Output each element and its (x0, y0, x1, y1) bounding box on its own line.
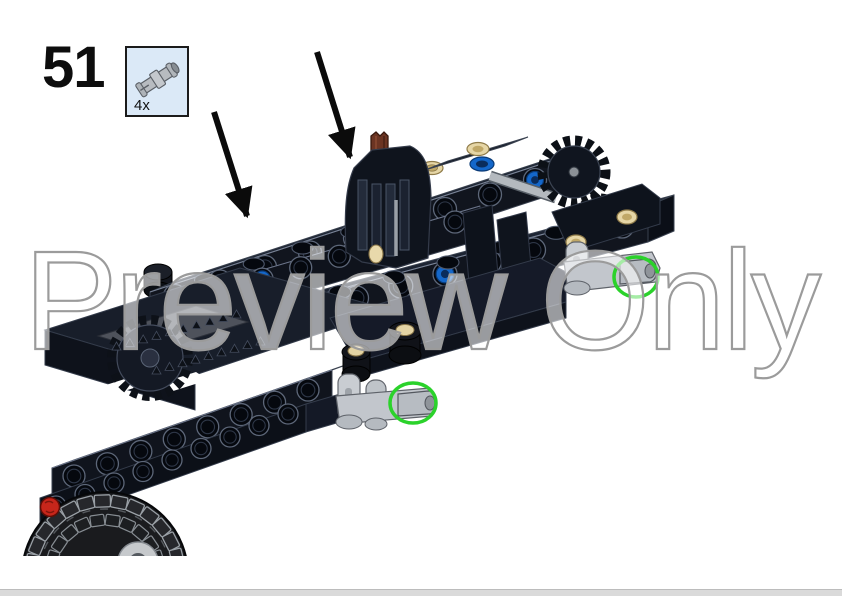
parts-callout-box: 4x (125, 46, 189, 117)
part-quantity-label: 4x (134, 97, 150, 114)
wheel (23, 491, 187, 556)
page-bottom-divider (0, 589, 842, 596)
gearbox-bracket (344, 131, 432, 269)
step-number: 51 (42, 35, 106, 100)
callout-arrow-left (211, 111, 253, 219)
callout-arrows (211, 51, 356, 219)
new-pin-highlight-center (388, 381, 438, 425)
center-steering-hub (335, 373, 438, 431)
red-pin (39, 496, 61, 518)
watermark-text: Preview Only (24, 221, 822, 379)
new-pin-highlight-right (612, 255, 660, 299)
technic-pin-icon (135, 62, 180, 98)
steering-rack-gear (107, 309, 266, 401)
callout-arrow-right (314, 51, 356, 160)
connector-bushes (341, 321, 422, 383)
right-steering-hub (563, 241, 661, 299)
